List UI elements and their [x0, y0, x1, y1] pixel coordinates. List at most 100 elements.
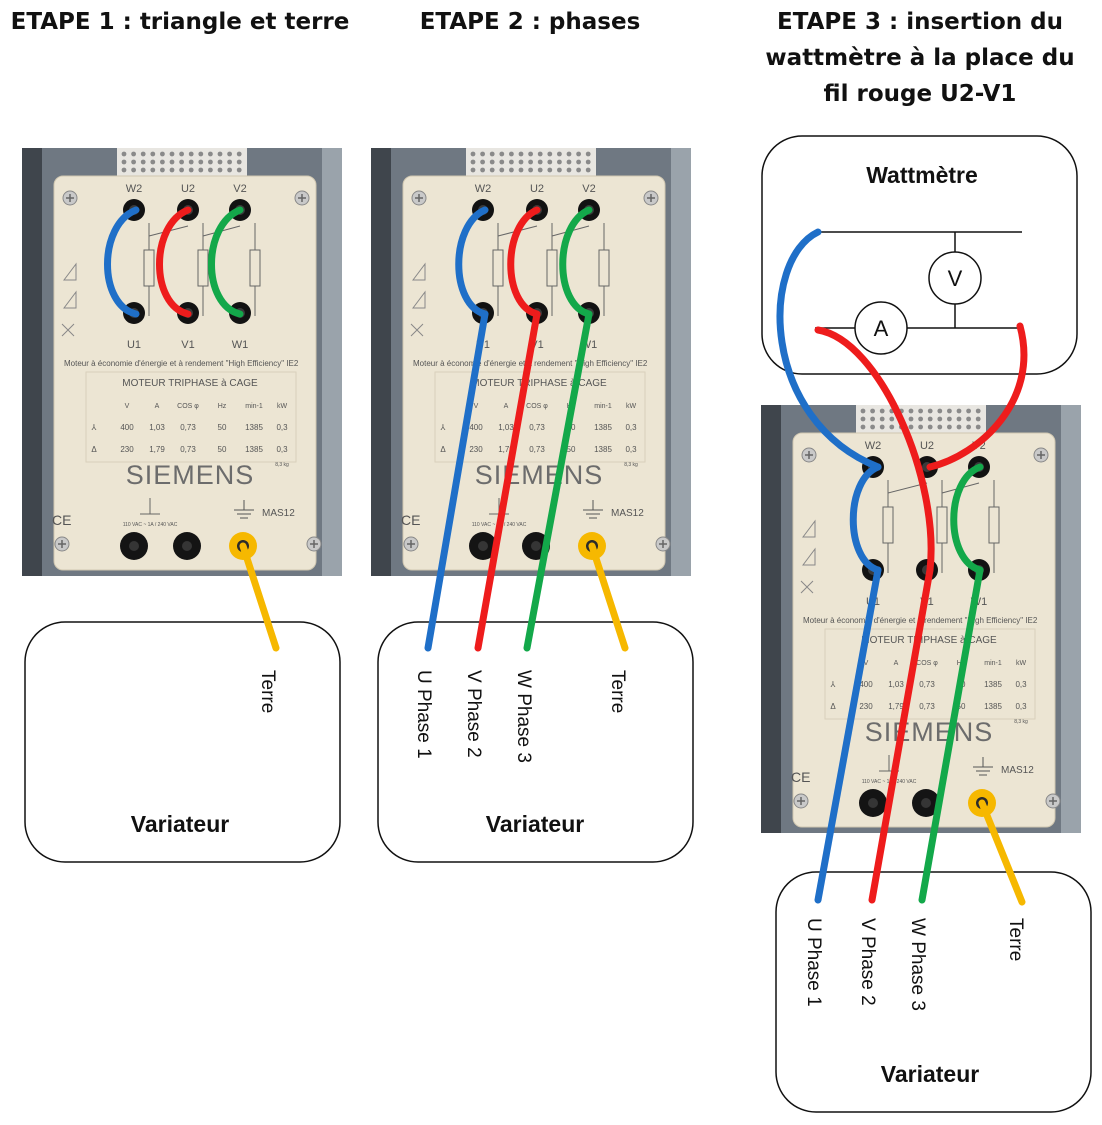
vent-hole — [576, 151, 581, 157]
bottom-socket-hole — [129, 541, 139, 551]
plate-table-header: COS φ — [526, 403, 548, 410]
vent-hole — [489, 167, 495, 173]
vent-hole — [557, 151, 562, 157]
photo-edge-right — [322, 148, 342, 576]
step1-title: ETAPE 1 : triangle et terre — [10, 9, 350, 35]
vent-hole — [518, 151, 524, 157]
strap-w2-u1 — [104, 206, 140, 318]
plate-row-delta: 0,3 — [276, 445, 288, 454]
plate-row-delta: Δ — [830, 702, 836, 711]
step2-title: ETAPE 2 : phases — [419, 9, 641, 35]
vent-hole — [236, 159, 242, 165]
plate-row-delta: 0,73 — [180, 445, 196, 454]
plate-row-delta: Δ — [91, 445, 97, 454]
plate-row-star: 1,03 — [498, 423, 514, 432]
phase-u-label-3: U Phase 1 — [803, 918, 824, 1007]
phase-w-label-2: W Phase 3 — [513, 670, 534, 763]
vent-hole — [470, 167, 476, 173]
vent-hole — [227, 151, 233, 157]
plate-table-header: kW — [277, 403, 288, 410]
vent-hole — [860, 416, 866, 422]
earth-label-2: Terre — [607, 670, 628, 713]
vent-hole — [889, 424, 895, 430]
plate-model: MAS12 — [1001, 765, 1034, 776]
phase-u-wire-3 — [814, 566, 882, 904]
plate-row-delta: 0,73 — [529, 445, 545, 454]
vent-hole — [499, 167, 505, 173]
vent-hole — [227, 167, 233, 173]
screw-slot — [407, 540, 415, 548]
vent-hole — [518, 159, 524, 165]
vent-hole — [208, 167, 213, 173]
terminal-label-u2: U2 — [181, 183, 195, 195]
plate-ce-mark: CE — [52, 512, 71, 528]
vent-hole — [585, 151, 591, 157]
screw-slot — [647, 194, 655, 202]
terminal-label-w2: W2 — [475, 183, 492, 195]
plate-row-delta: 50 — [218, 445, 227, 454]
strap-u2-v1 — [507, 206, 541, 318]
bottom-socket-hole — [478, 541, 488, 551]
plate-table-header: V — [474, 403, 479, 410]
vent-hole — [975, 408, 981, 414]
vent-hole — [956, 424, 962, 430]
vent-hole — [870, 416, 875, 422]
wattmeter-lead-red-v1 — [814, 326, 935, 574]
plate-table-header: min-1 — [594, 403, 612, 410]
vent-hole — [236, 151, 242, 157]
wattmetre-circuit — [815, 231, 1022, 329]
plate-table-header: V — [125, 403, 130, 410]
plate-table-header: kW — [1016, 660, 1027, 667]
vent-hole — [566, 167, 572, 173]
plate-ce-mark: CE — [401, 512, 420, 528]
plate-row-delta: 1385 — [594, 445, 612, 454]
vent-hole — [937, 408, 943, 414]
plate-row-delta: 0,3 — [625, 445, 637, 454]
plate-row-delta: 1,79 — [498, 445, 514, 454]
phase-v-label-2: V Phase 2 — [463, 670, 484, 758]
vent-hole — [528, 167, 533, 173]
bottom-socket-hole — [921, 798, 931, 808]
plate-weight: 8,3 kg — [624, 462, 638, 468]
screw-slot — [298, 194, 306, 202]
vent-hole — [198, 159, 204, 165]
terminal-label-u1: U1 — [127, 339, 141, 351]
voltmeter-label: V — [948, 266, 963, 291]
plate-row-star: 400 — [120, 423, 134, 432]
phase-v-wire-3 — [868, 566, 934, 904]
vent-hole — [908, 416, 914, 422]
vent-hole — [975, 424, 981, 430]
vent-hole — [198, 151, 204, 157]
vent-hole — [188, 151, 194, 157]
vent-hole — [879, 424, 885, 430]
wattmetre-title: Wattmètre — [866, 162, 978, 188]
plate-ce-mark: CE — [791, 769, 810, 785]
plate-row-star: 400 — [469, 423, 483, 432]
plate-table-header: min-1 — [245, 403, 263, 410]
earth-wire-2 — [588, 542, 629, 652]
plate-row-delta: 50 — [957, 702, 966, 711]
vent-hole — [860, 424, 866, 430]
vent-hole — [566, 151, 572, 157]
strap-v2-w1 — [950, 463, 984, 574]
vent-hole — [179, 159, 185, 165]
plate-row-star: 50 — [218, 423, 227, 432]
earth-wire-3 — [978, 799, 1026, 906]
earth-label-1: Terre — [257, 670, 278, 713]
vent-hole — [927, 416, 933, 422]
vent-hole — [217, 159, 223, 165]
phase-w-wire-2 — [523, 310, 593, 652]
plate-table-header: A — [504, 403, 509, 410]
vent-hole — [918, 408, 923, 414]
vent-hole — [208, 159, 213, 165]
photo-edge-right — [1061, 405, 1081, 833]
vent-hole — [870, 424, 875, 430]
plate-table-frame — [434, 371, 646, 463]
vent-hole — [499, 159, 505, 165]
plate-row-star: 0,73 — [180, 423, 196, 432]
plate-row-star: 1385 — [245, 423, 263, 432]
vent-hole — [528, 151, 533, 157]
phase-v-label-3: V Phase 2 — [857, 918, 878, 1006]
terminal-label-v1: V1 — [181, 339, 194, 351]
